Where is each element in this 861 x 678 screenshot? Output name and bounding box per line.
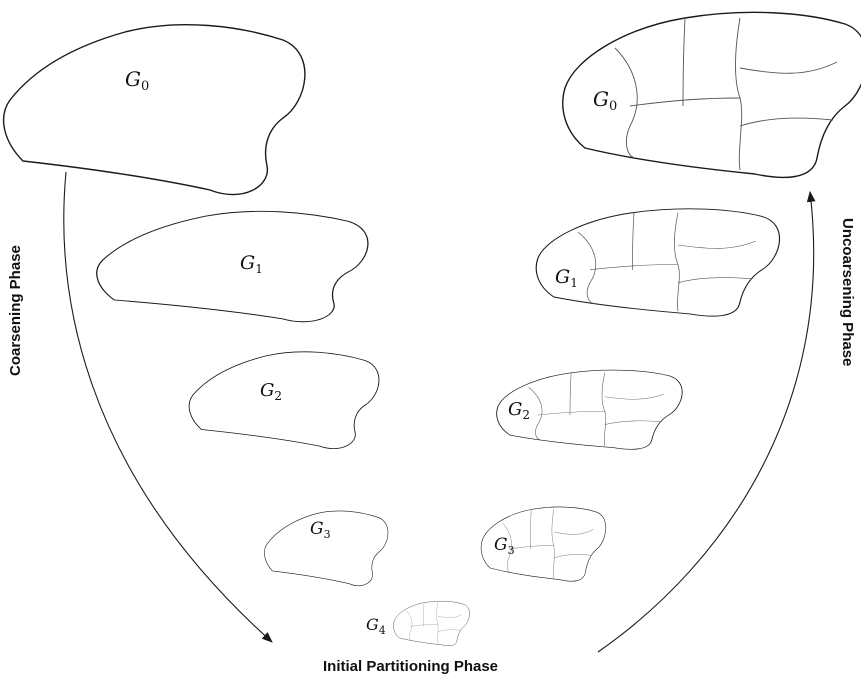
label-g3-left: G3 — [310, 519, 331, 541]
label-g2-left: G2 — [260, 380, 282, 403]
label-g1-left: G1 — [240, 252, 263, 276]
label-g0-right: G0 — [593, 87, 617, 114]
label-g0-left: G0 — [125, 67, 149, 94]
coarse-graph-g3 — [264, 511, 388, 586]
uncoarsening-phase-label: Uncoarsening Phase — [839, 218, 856, 366]
initial-partition-graph-g4 — [393, 601, 469, 646]
partitioned-graph-g1 — [536, 209, 779, 316]
uncoarsening-arrow — [598, 192, 814, 652]
coarse-graph-g1 — [97, 211, 368, 321]
coarsening-arrow — [64, 172, 272, 642]
initial-partitioning-phase-label: Initial Partitioning Phase — [323, 658, 498, 675]
label-g3-right: G3 — [494, 535, 515, 557]
label-g1-right: G1 — [555, 266, 578, 290]
coarse-graph-g0 — [4, 25, 305, 195]
coarse-graph-g2 — [189, 352, 379, 449]
label-g2-right: G2 — [508, 399, 530, 422]
coarsening-phase-label: Coarsening Phase — [7, 245, 24, 376]
label-g4: G4 — [366, 615, 386, 637]
